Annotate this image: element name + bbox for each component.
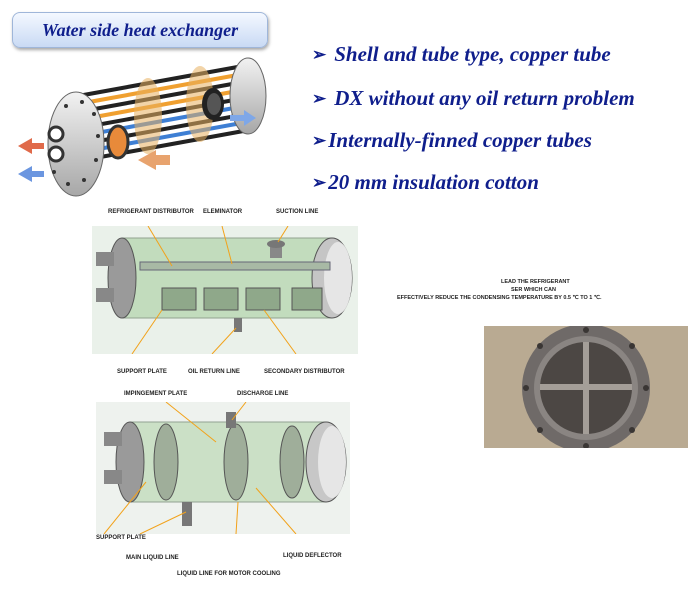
bullet-item: ➢ DX without any oil return problem [312, 86, 635, 111]
label-main-liquid-line: MAIN LIQUID LINE [126, 555, 179, 561]
bullet-item: ➢ 20 mm insulation cotton [312, 170, 539, 195]
label-support-plate-bottom: SUPPORT PLATE [96, 535, 146, 541]
arrow-bullet-icon: ➢ [312, 44, 327, 64]
note-line-2: SER WHICH CAN [511, 287, 556, 293]
label-oil-return-line: OIL RETURN LINE [188, 369, 240, 375]
evaporator-diagram [92, 226, 358, 354]
label-support-plate: SUPPORT PLATE [117, 369, 167, 375]
label-suction-line: SUCTION LINE [276, 209, 319, 215]
arrow-bullet-icon: ➢ [312, 88, 327, 108]
label-eleminator: ELEMINATOR [203, 209, 243, 215]
page-title: Water side heat exchanger [41, 19, 239, 40]
heat-exchanger-illustration [18, 57, 267, 197]
arrow-bullet-icon: ➢ [312, 130, 327, 150]
bullet-text: Internally-finned copper tubes [328, 128, 592, 152]
note-line-1: LEAD THE REFRIGERANT [501, 279, 570, 285]
bullet-item: ➢ Shell and tube type, copper tube [312, 42, 611, 67]
label-secondary-distributor: SECONDARY DISTRIBUTOR [264, 369, 345, 375]
bullet-text: 20 mm insulation cotton [328, 170, 539, 194]
note-line-3: EFFECTIVELY REDUCE THE CONDENSING TEMPER… [397, 295, 602, 301]
tube-sheet-photo [484, 326, 688, 448]
arrow-bullet-icon: ➢ [312, 172, 327, 192]
label-discharge-line: DISCHARGE LINE [237, 391, 289, 397]
title-box: Water side heat exchanger [12, 12, 268, 48]
condenser-diagram [96, 402, 350, 534]
label-impingement-plate: IMPINGEMENT PLATE [124, 391, 188, 397]
label-refrigerant-distributor: REFRIGERANT DISTRIBUTOR [108, 209, 194, 215]
label-liquid-line-motor-cooling: LIQUID LINE FOR MOTOR COOLING [177, 571, 281, 577]
bullet-text: Shell and tube type, copper tube [334, 42, 611, 66]
bullet-text: DX without any oil return problem [334, 86, 635, 110]
bullet-item: ➢ Internally-finned copper tubes [312, 128, 592, 153]
label-liquid-deflector: LIQUID DEFLECTOR [283, 553, 342, 559]
